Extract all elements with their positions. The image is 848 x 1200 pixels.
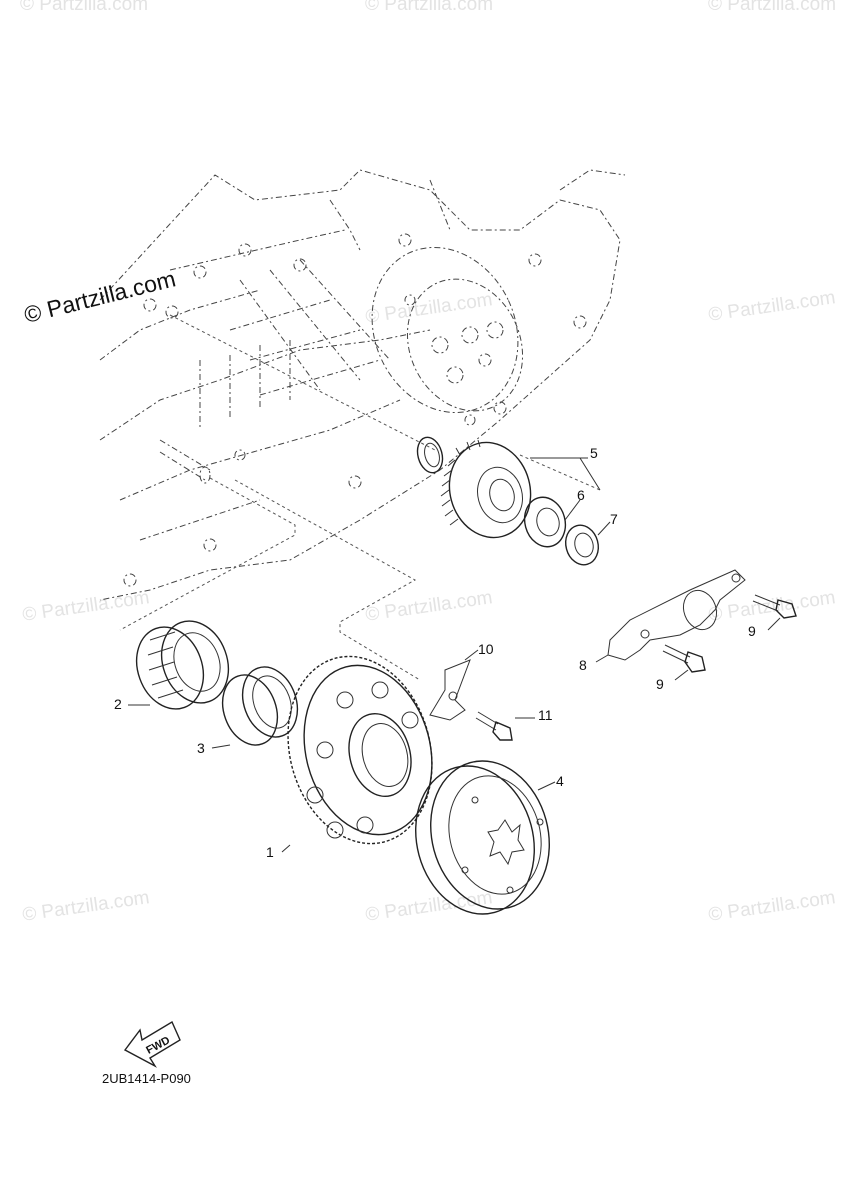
diagram-code: 2UB1414-P090 [102,1071,191,1086]
callout-7: 7 [610,511,618,527]
callout-11: 11 [538,707,553,723]
callout-1: 1 [266,844,274,860]
part-7-washer [565,524,599,566]
callout-2: 2 [114,696,122,712]
part-4-starter-clutch [415,760,550,915]
watermark-text: © Partzilla.com [20,0,149,15]
part-2-needle-bearing [135,620,230,710]
callout-9-upper: 9 [748,623,756,639]
part-9-bolt-lower [662,644,706,673]
part-1-starter-gear [287,655,433,845]
part-3-collar [221,666,299,746]
part-5-idle-gear [440,439,532,539]
crankcase-outline [99,169,626,601]
callout-8: 8 [579,657,587,673]
callout-4: 4 [556,773,564,789]
callout-6: 6 [577,487,585,503]
part-9-bolt-upper [752,594,797,619]
alignment-lines [119,314,601,681]
part-10-plate [429,659,471,721]
part-11-bolt [475,711,513,741]
leader-lines [128,457,781,853]
callout-9-lower: 9 [656,676,664,692]
callout-5: 5 [590,445,598,461]
watermark-text: © Partzilla.com [365,0,494,15]
callout-3: 3 [197,740,205,756]
watermark-text: © Partzilla.com [708,0,837,15]
oil-seal [416,436,444,474]
callout-10: 10 [478,641,494,657]
part-6-bearing [523,496,567,548]
part-8-bracket [607,569,746,661]
fwd-arrow-icon: FWD [123,1020,181,1068]
